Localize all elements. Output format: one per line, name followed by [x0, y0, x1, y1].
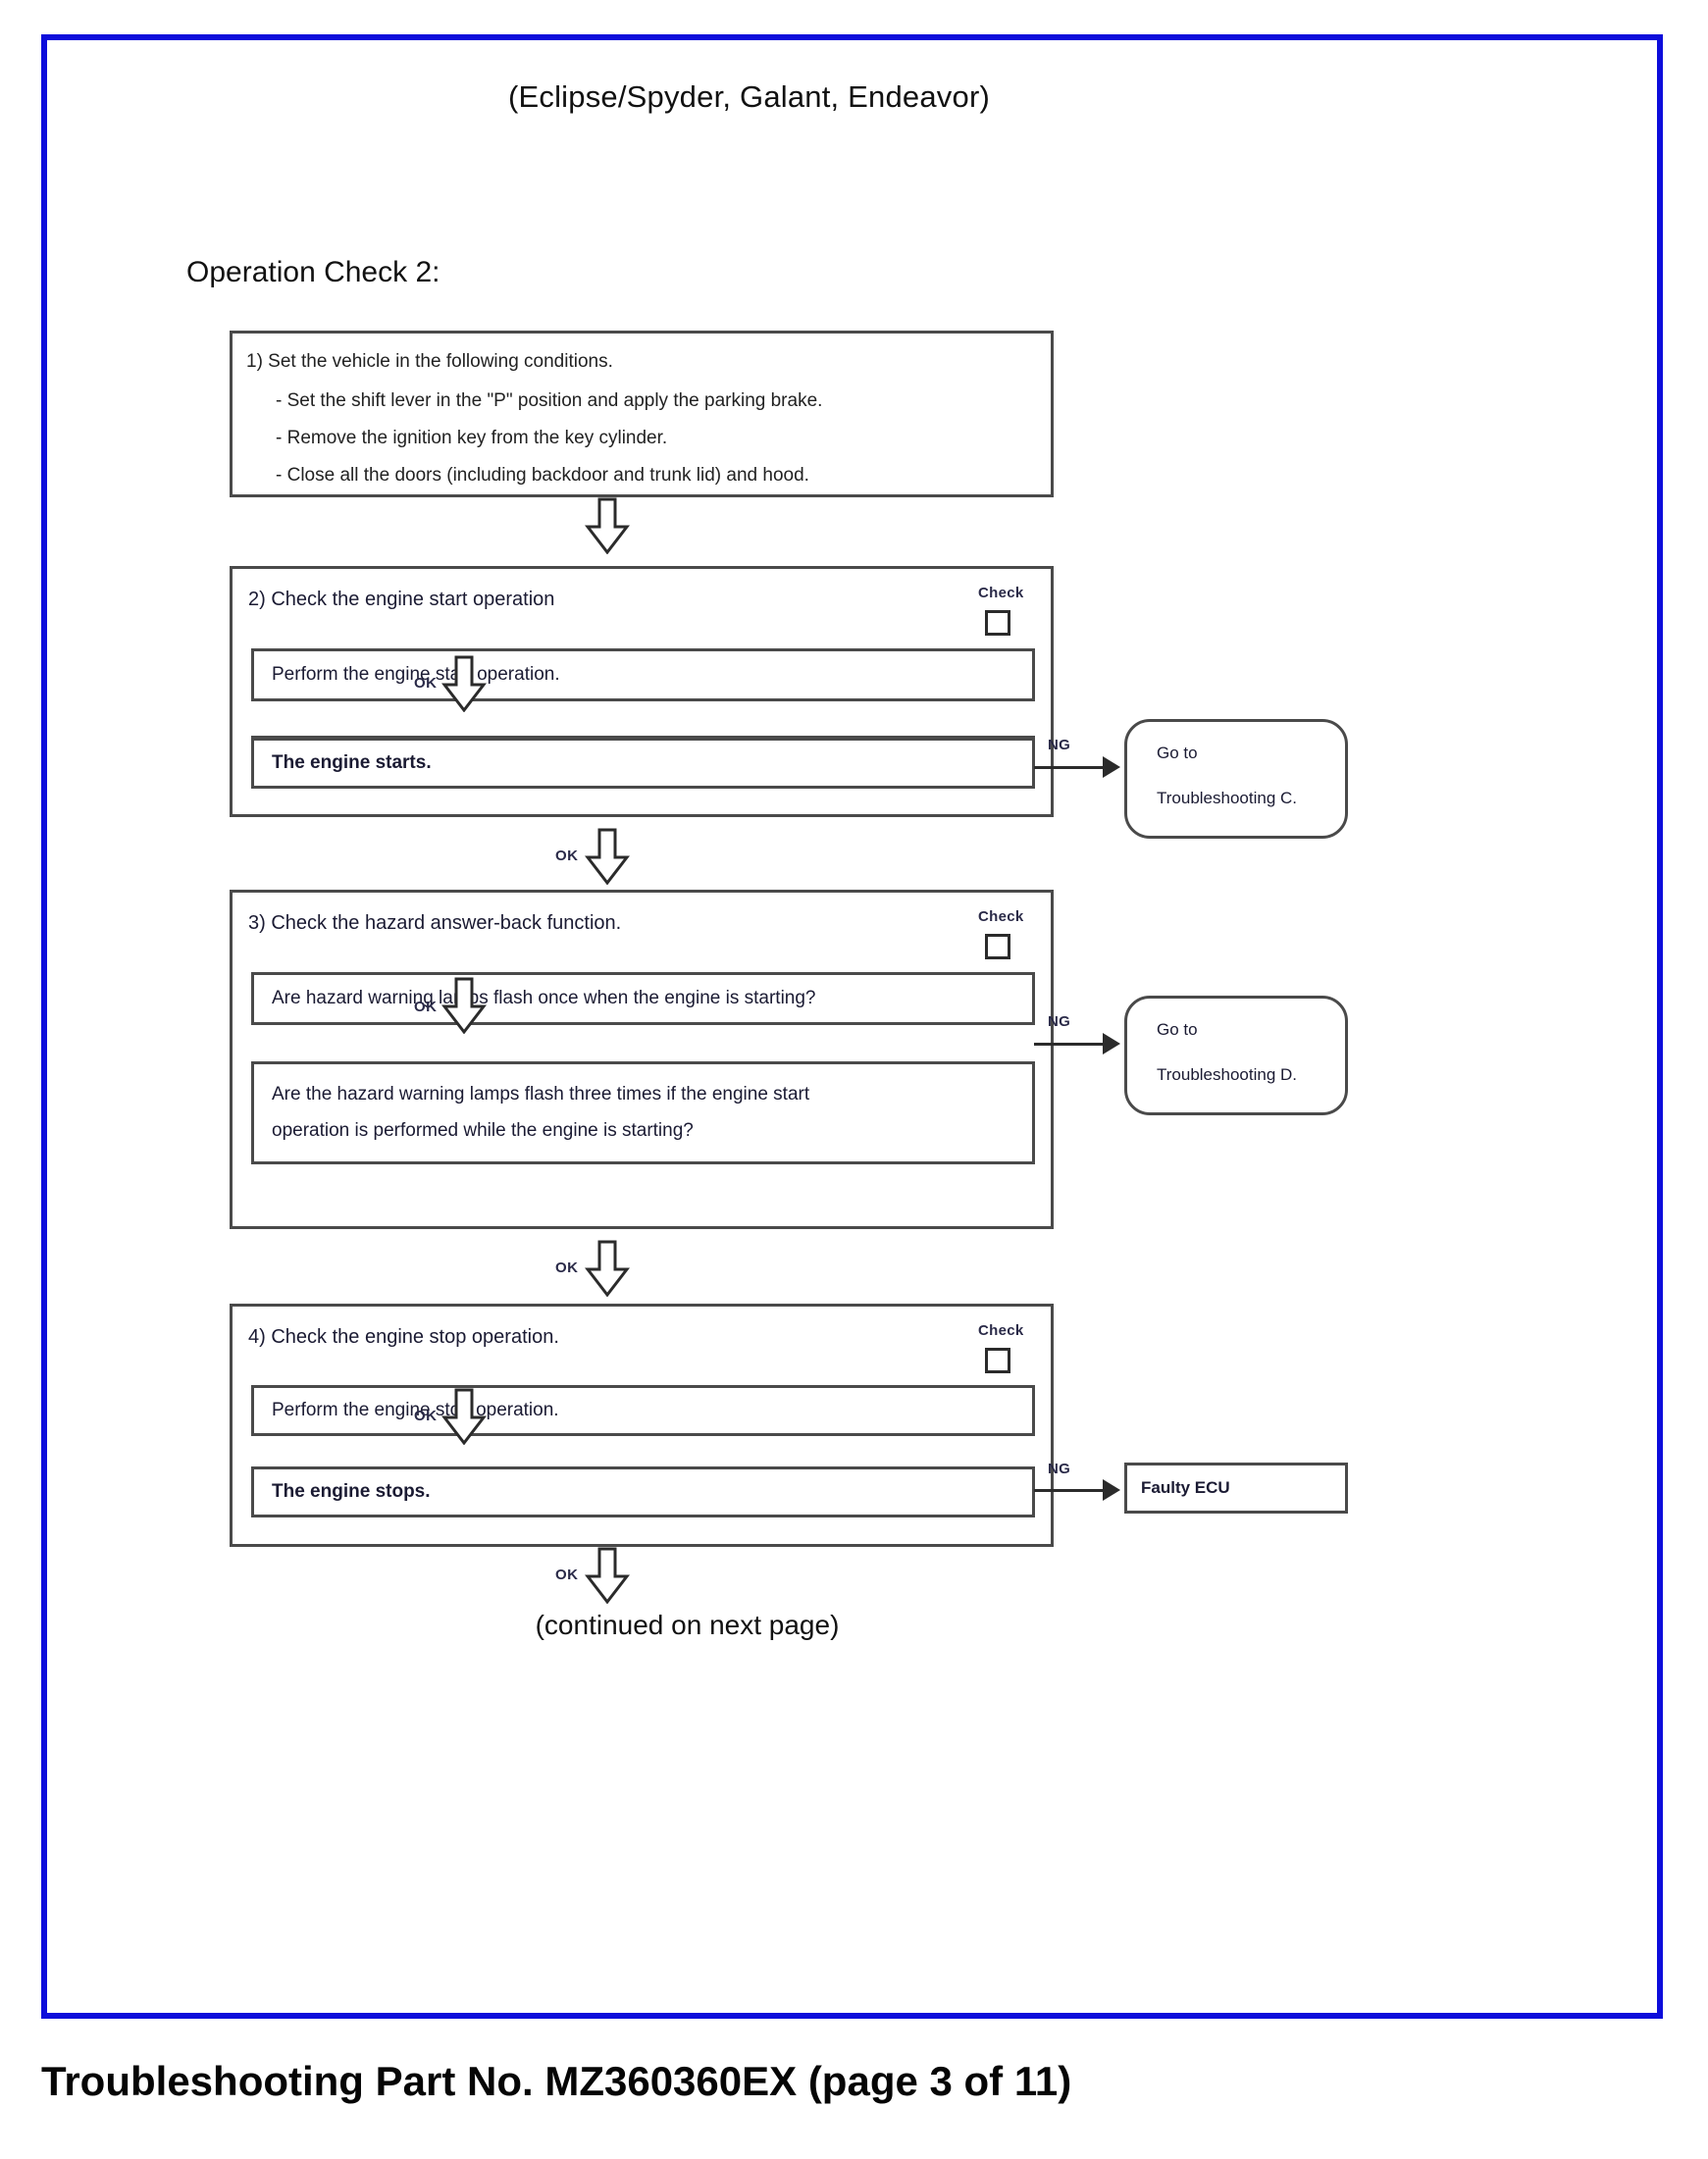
- step-3-ok-arrow: [441, 977, 487, 1034]
- step-1-bullet-3: - Close all the doors (including backdoo…: [276, 465, 809, 486]
- flow-arrow-step1-to-step2: [585, 497, 630, 554]
- step-2-checkbox[interactable]: [985, 610, 1010, 636]
- step-3-question-2-line-1: Are the hazard warning lamps flash three…: [272, 1084, 810, 1105]
- step-3-checkbox[interactable]: [985, 934, 1010, 959]
- step-2-ok-arrow: [441, 655, 487, 712]
- model-applicability-text: (Eclipse/Spyder, Galant, Endeavor): [508, 79, 990, 114]
- step-4-action-text: Perform the engine stop operation.: [272, 1399, 559, 1420]
- step-4-ok-arrow: [441, 1388, 487, 1445]
- page-title: Operation Check 2:: [186, 256, 440, 288]
- step-3-ok-label: OK: [414, 999, 438, 1015]
- document-footer: Troubleshooting Part No. MZ360360EX (pag…: [41, 2058, 1072, 2104]
- step-4-result-text: The engine stops.: [272, 1480, 431, 1502]
- step-4-ng-arrowhead: [1103, 1479, 1120, 1501]
- continued-notice: (continued on next page): [47, 1610, 1657, 1641]
- step-3-ng-line: [1034, 1043, 1105, 1046]
- step-3-check-label: Check: [978, 908, 1024, 925]
- goto-c-line-2: Troubleshooting C.: [1157, 789, 1298, 807]
- flow-arrow-step4-to-continued: [585, 1547, 630, 1604]
- step-4-checkbox[interactable]: [985, 1348, 1010, 1373]
- step-2-heading: 2) Check the engine start operation: [248, 589, 555, 610]
- step-4-action-box: Perform the engine stop operation.: [251, 1385, 1035, 1436]
- step-3-ng-arrowhead: [1103, 1033, 1120, 1054]
- step-2-box: 2) Check the engine start operation Chec…: [230, 566, 1054, 817]
- step-3-question-2-line-2: operation is performed while the engine …: [272, 1120, 694, 1142]
- step-2-action-text: Perform the engine start operation.: [272, 663, 560, 685]
- step-4-heading: 4) Check the engine stop operation.: [248, 1326, 559, 1348]
- step-4-ng-line: [1034, 1489, 1105, 1492]
- step-1-conditions-box: 1) Set the vehicle in the following cond…: [230, 331, 1054, 497]
- step-3-question-1-box: Are hazard warning lamps flash once when…: [251, 972, 1035, 1025]
- step-4-result-box: The engine stops.: [251, 1466, 1035, 1517]
- step-2-check-label: Check: [978, 585, 1024, 601]
- step-2-ok-label: OK: [414, 675, 438, 692]
- step-3-heading: 3) Check the hazard answer-back function…: [248, 912, 622, 934]
- model-applicability-header: (Eclipse/Spyder, Galant, Endeavor): [47, 79, 1657, 115]
- ok-label-step2-to-step3: OK: [555, 848, 579, 864]
- step-3-box: 3) Check the hazard answer-back function…: [230, 890, 1054, 1229]
- step-2-result-box: The engine starts.: [251, 736, 1035, 789]
- flow-arrow-step2-to-step3: [585, 828, 630, 885]
- goto-d-line-2: Troubleshooting D.: [1157, 1065, 1298, 1084]
- goto-d-line-1: Go to: [1157, 1020, 1198, 1039]
- step-1-bullet-2: - Remove the ignition key from the key c…: [276, 428, 668, 448]
- step-3-question-2-box: Are the hazard warning lamps flash three…: [251, 1061, 1035, 1164]
- flow-arrow-step3-to-step4: [585, 1240, 630, 1297]
- step-2-ng-label: NG: [1048, 737, 1071, 753]
- page-border-frame: (Eclipse/Spyder, Galant, Endeavor) Opera…: [41, 34, 1663, 2019]
- ok-label-step4-to-continued: OK: [555, 1567, 579, 1583]
- step-4-ng-label: NG: [1048, 1461, 1071, 1477]
- step-4-ok-label: OK: [414, 1408, 438, 1424]
- ok-label-step3-to-step4: OK: [555, 1259, 579, 1276]
- step-2-action-box: Perform the engine start operation.: [251, 648, 1035, 701]
- step-2-ng-arrowhead: [1103, 756, 1120, 778]
- step-3-question-1-text: Are hazard warning lamps flash once when…: [272, 987, 816, 1008]
- goto-troubleshooting-c-box[interactable]: Go to Troubleshooting C.: [1124, 719, 1348, 839]
- goto-troubleshooting-d-box[interactable]: Go to Troubleshooting D.: [1124, 996, 1348, 1115]
- step-4-box: 4) Check the engine stop operation. Chec…: [230, 1304, 1054, 1547]
- step-2-ng-line: [1034, 766, 1105, 769]
- step-3-ng-label: NG: [1048, 1013, 1071, 1030]
- step-4-check-label: Check: [978, 1322, 1024, 1339]
- step-2-result-text: The engine starts.: [272, 751, 432, 773]
- step-1-bullet-1: - Set the shift lever in the "P" positio…: [276, 390, 823, 411]
- continued-notice-text: (continued on next page): [535, 1610, 840, 1640]
- goto-c-line-1: Go to: [1157, 744, 1198, 762]
- faulty-ecu-box: Faulty ECU: [1124, 1463, 1348, 1514]
- step-1-heading: 1) Set the vehicle in the following cond…: [246, 351, 613, 372]
- faulty-ecu-text: Faulty ECU: [1141, 1478, 1230, 1497]
